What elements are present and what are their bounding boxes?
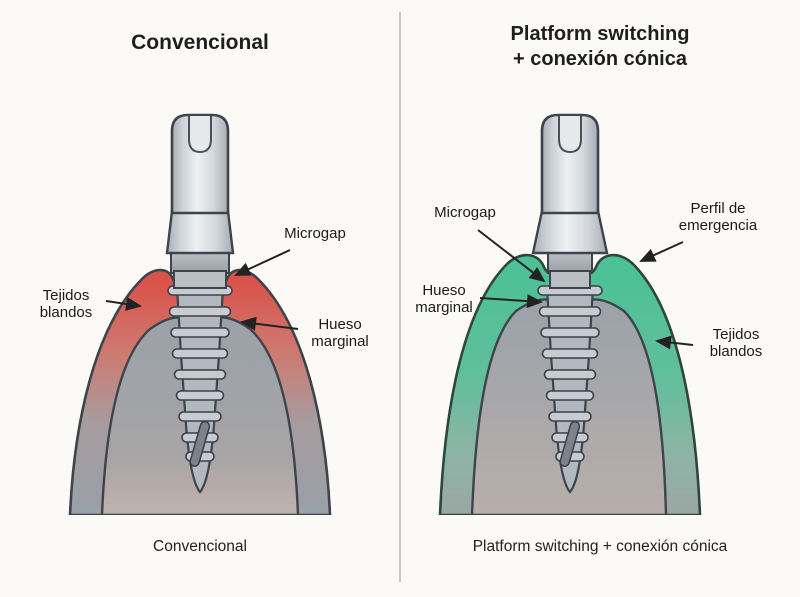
label-microgap: Microgap [284, 225, 346, 242]
annotation-arrows [105, 249, 299, 331]
annotation-arrows [477, 229, 694, 350]
abutment-screw-channel [558, 116, 582, 154]
abutment-flare [531, 209, 609, 255]
arrow-tejidos-blandos [655, 335, 694, 350]
implant-collar-band [549, 270, 591, 289]
arrow-perfil-emergencia [639, 241, 684, 262]
label-hueso-marginal: Hueso marginal [311, 316, 369, 351]
implant-apical-slot [189, 420, 211, 467]
panel-divider [399, 12, 401, 582]
implant-collar-band [173, 270, 227, 289]
label-hueso-marginal: Hueso marginal [415, 282, 473, 317]
implant-illustration-platform-switching [438, 113, 702, 515]
panel-caption: Platform switching + conexión cónica [472, 538, 728, 555]
label-tejidos-blandos: Tejidos blandos [709, 326, 763, 361]
arrow-tejidos-blandos [105, 297, 142, 311]
label-perfil-emergencia: Perfil de emergencia [678, 200, 758, 235]
implant-apical-slot [559, 420, 581, 467]
abutment-cylinder [540, 113, 600, 215]
implant-illustration-conventional [68, 113, 332, 515]
panel-platform-switching: Platform switching + conexión cónica [400, 0, 800, 597]
arrow-hueso-marginal [240, 316, 299, 331]
abutment-flare [165, 209, 235, 255]
abutment-cylinder [170, 113, 230, 215]
panel-title: Convencional [131, 31, 269, 54]
abutment-screw-channel [188, 116, 212, 154]
implant-threads [167, 285, 233, 462]
panel-title: Platform switching + conexión cónica [510, 23, 690, 70]
arrow-microgap [234, 249, 291, 276]
arrow-hueso-marginal [479, 294, 543, 309]
panel-conventional: Convencional [39, 31, 369, 555]
arrow-microgap [477, 229, 546, 283]
label-tejidos-blandos: Tejidos blandos [39, 287, 93, 322]
panel-caption: Convencional [153, 538, 247, 555]
label-microgap: Microgap [434, 204, 496, 221]
